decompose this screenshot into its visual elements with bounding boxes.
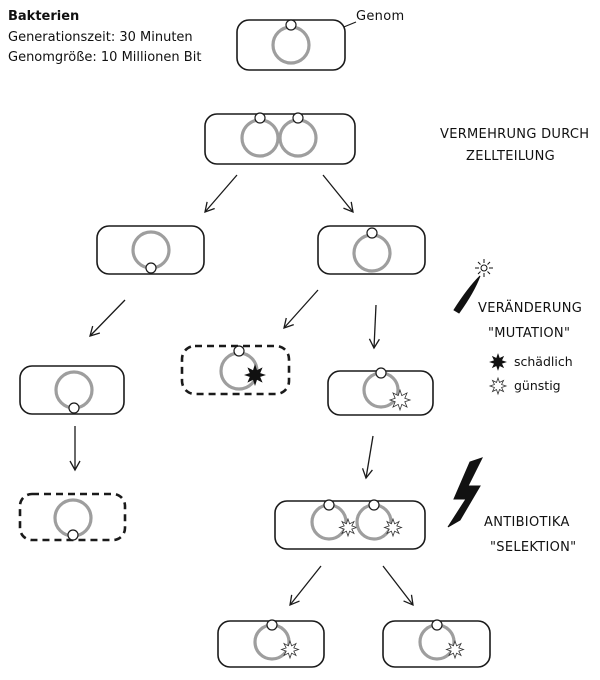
harmful-star-icon	[244, 364, 266, 386]
arrow-offspring-left	[289, 565, 322, 607]
bacterium-daughter-left	[96, 225, 205, 275]
lightning-icon	[447, 457, 483, 528]
arrow-mutation-harmful	[283, 289, 319, 329]
arrow-division-left	[204, 174, 238, 214]
legend-harmful-label: schädlich	[514, 354, 573, 369]
division-caption-line2: ZELLTEILUNG	[466, 149, 555, 164]
beneficial-star-icon	[280, 639, 300, 660]
bacterium-killed	[18, 492, 127, 542]
bacterium-dividing	[204, 112, 356, 165]
arrow-mutation-beneficial	[368, 304, 380, 350]
legend-beneficial-label: günstig	[514, 378, 561, 393]
arrow-to-selection	[361, 435, 374, 480]
legend-harmful-star-icon	[489, 353, 507, 371]
antibiotic-caption-line2: "SELEKTION"	[490, 540, 576, 555]
bacterium-beneficial-mutation	[327, 367, 434, 416]
beneficial-star-icon	[388, 388, 412, 412]
antibiotic-caption-line1: ANTIBIOTIKA	[484, 515, 570, 530]
arrow-division-right	[322, 174, 354, 214]
beneficial-star-icon	[383, 517, 403, 538]
info-block: Bakterien Generationszeit: 30 Minuten Ge…	[8, 9, 201, 65]
genome-size: Genomgröße: 10 Millionen Bit	[8, 50, 201, 65]
arrow-offspring-right	[382, 565, 414, 607]
arrow-left-branch	[89, 299, 126, 337]
bacterium-offspring-left	[217, 619, 325, 668]
bacterium-original	[236, 19, 346, 71]
mutation-caption-line2: "MUTATION"	[488, 326, 570, 341]
legend: schädlich günstig	[488, 353, 573, 396]
beneficial-star-icon	[338, 517, 358, 538]
mutation-caption-line1: VERÄNDERUNG	[478, 300, 582, 316]
info-title: Bakterien	[8, 9, 79, 24]
mutation-wand-icon	[453, 259, 493, 314]
bacterium-offspring-right	[382, 619, 491, 668]
division-caption-line1: VERMEHRUNG DURCH	[440, 127, 589, 142]
bacterium-row4-left	[19, 365, 125, 415]
bacterium-harmful-mutation	[180, 344, 291, 396]
beneficial-star-icon	[445, 639, 465, 660]
genome-label: Genom	[356, 9, 404, 24]
generation-time: Generationszeit: 30 Minuten	[8, 30, 193, 45]
legend-beneficial-star-icon	[488, 376, 508, 396]
bacterium-resistant-dividing	[274, 499, 426, 550]
bacterium-daughter-right	[317, 225, 426, 275]
